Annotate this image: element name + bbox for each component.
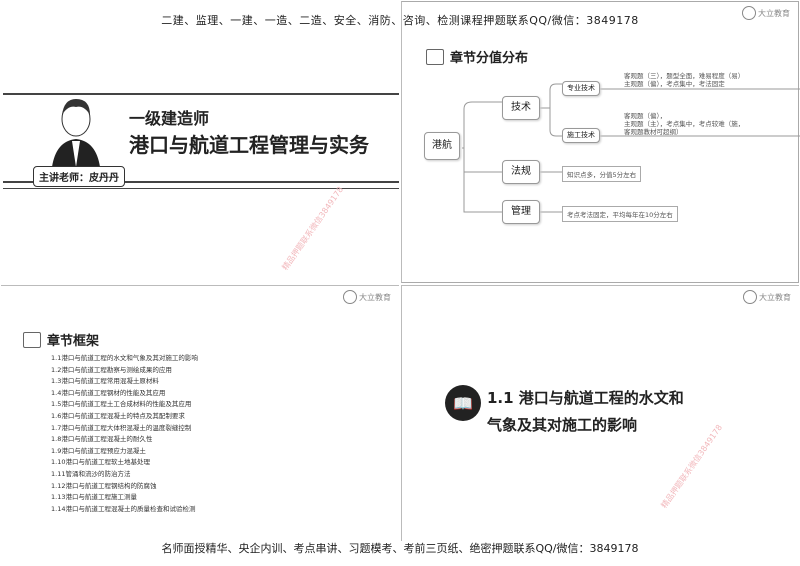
list-item: 1.9港口与航道工程预应力混凝土	[51, 446, 146, 455]
list-item: 1.4港口与航道工程钢材的性能及其应用	[51, 388, 166, 397]
watermark: 精品押题联系微信3849178	[280, 185, 346, 272]
logo-icon	[743, 290, 757, 304]
heading: 章节框架	[23, 330, 99, 349]
mgmt-note: 考点考法固定，平均每年在10分左右	[562, 206, 678, 222]
bottom-banner: 名师面授精华、央企内训、考点串讲、习题模考、考前三页纸、绝密押题联系QQ/微信：…	[161, 542, 639, 555]
pro-note: 客观题（三），题型全面，难易程度（易）主观题（偏），考点集中，考法固定	[624, 72, 745, 88]
list-item: 1.3港口与航道工程常用混凝土原材料	[51, 377, 159, 386]
mindmap-lines	[462, 83, 800, 213]
node-tech: 技术	[502, 96, 540, 120]
list-item: 1.14港口与航道工程混凝土的质量检查和试验检测	[51, 504, 196, 513]
list-item: 1.6港口与航道工程混凝土的特点及其配制要求	[51, 411, 185, 420]
course-title: 港口与航道工程管理与实务	[129, 133, 369, 157]
node-pro: 专业技术	[562, 81, 600, 96]
list-item: 1.2港口与航道工程勘察与测绘成果的应用	[51, 365, 172, 374]
subtitle: 一级建造师	[129, 109, 210, 128]
list-item: 1.7港口与航道工程大体积混凝土的温度裂缝控制	[51, 423, 192, 432]
teacher-label: 主讲老师：皮丹丹	[33, 166, 125, 187]
slide-score-distribution: 大立教育 章节分值分布 港航 技术 专业技术 施工技术 法规 管理 客观题（三）…	[401, 1, 800, 283]
divider	[3, 188, 399, 189]
list-item: 1.11管涌和流沙的防治方法	[51, 469, 131, 478]
book-icon	[426, 48, 444, 65]
chapter-list: 1.1港口与航道工程的水文和气象及其对施工的影响 1.2港口与航道工程勘察与测绘…	[51, 353, 198, 515]
logo-icon	[343, 290, 357, 304]
book-icon	[23, 331, 41, 348]
list-item: 1.1港口与航道工程的水文和气象及其对施工的影响	[51, 354, 198, 362]
law-note: 知识点多，分值5分左右	[562, 166, 642, 182]
heading: 章节分值分布	[426, 47, 528, 66]
logo: 大立教育	[343, 290, 391, 304]
node-root: 港航	[424, 132, 460, 160]
open-book-icon: 📖	[445, 385, 481, 421]
list-item: 1.13港口与航道工程施工测量	[51, 493, 137, 502]
node-law: 法规	[502, 160, 540, 184]
list-item: 1.5港口与航道工程土工合成材料的性能及其应用	[51, 400, 192, 409]
logo: 大立教育	[742, 6, 790, 20]
title-band	[3, 93, 399, 183]
node-build: 施工技术	[562, 128, 600, 143]
top-banner: 二建、监理、一建、一造、二造、安全、消防、咨询、检测课程押题联系QQ/微信：38…	[161, 14, 639, 27]
list-item: 1.8港口与航道工程混凝土的耐久性	[51, 435, 153, 444]
build-note: 客观题（偏），主观题（主），考点集中，考点较难（施，客观题教材可超纲）	[624, 112, 745, 136]
list-item: 1.12港口与航道工程钢结构的防腐蚀	[51, 481, 157, 490]
slide-title: 主讲老师：皮丹丹 一级建造师 港口与航道工程管理与实务 精品押题联系微信3849…	[1, 1, 399, 283]
slide-chapter-framework: 大立教育 章节框架 1.1港口与航道工程的水文和气象及其对施工的影响 1.2港口…	[1, 285, 399, 541]
list-item: 1.10港口与航道工程软土地基处理	[51, 458, 150, 467]
node-mgmt: 管理	[502, 200, 540, 224]
teacher-avatar	[52, 99, 100, 167]
logo-icon	[742, 6, 756, 20]
section-title: 1.1 港口与航道工程的水文和气象及其对施工的影响	[487, 389, 684, 434]
logo: 大立教育	[743, 290, 791, 304]
